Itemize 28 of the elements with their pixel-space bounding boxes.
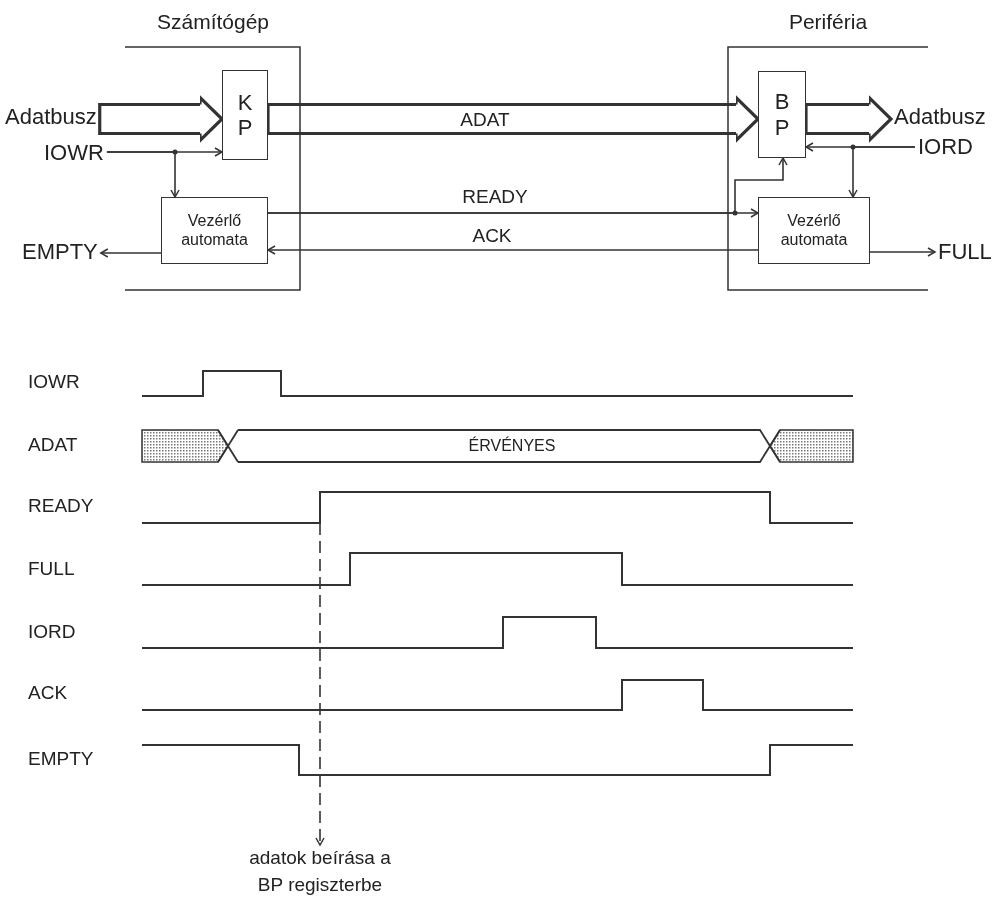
controller-box: Vezérlő automata xyxy=(758,197,870,264)
signal-arrow xyxy=(267,245,759,255)
signal-name: EMPTY xyxy=(28,749,94,770)
data-value-label: ÉRVÉNYES xyxy=(468,437,556,455)
signal-arrow xyxy=(869,247,936,257)
signal-name: IOWR xyxy=(44,141,104,166)
annotation-text: adatok beírása a BP regiszterbe xyxy=(248,845,392,899)
signal-name: ACK xyxy=(28,683,68,704)
signal-name: FULL xyxy=(938,240,992,265)
signal-name: ADAT xyxy=(28,435,78,456)
signal-name: IORD xyxy=(918,135,973,160)
dashed-arrow xyxy=(315,522,325,846)
signal-arrow xyxy=(100,248,162,258)
signal-name: Adatbusz xyxy=(5,105,97,130)
signal-name: IORD xyxy=(28,622,76,643)
register-box: B P xyxy=(758,71,806,158)
signal-name: EMPTY xyxy=(22,240,98,265)
signal-name: IOWR xyxy=(28,372,80,393)
frame-title: Számítógép xyxy=(155,10,271,34)
signal-name: READY xyxy=(28,496,94,517)
signal-arrow xyxy=(848,146,916,198)
signal-name: FULL xyxy=(28,559,75,580)
signal-arrow xyxy=(267,157,788,214)
signal-name: Adatbusz xyxy=(894,105,986,130)
frame-title: Periféria xyxy=(787,10,869,34)
register-box: K P xyxy=(222,70,268,160)
signal-arrow xyxy=(106,151,180,198)
controller-box: Vezérlő automata xyxy=(161,197,268,264)
